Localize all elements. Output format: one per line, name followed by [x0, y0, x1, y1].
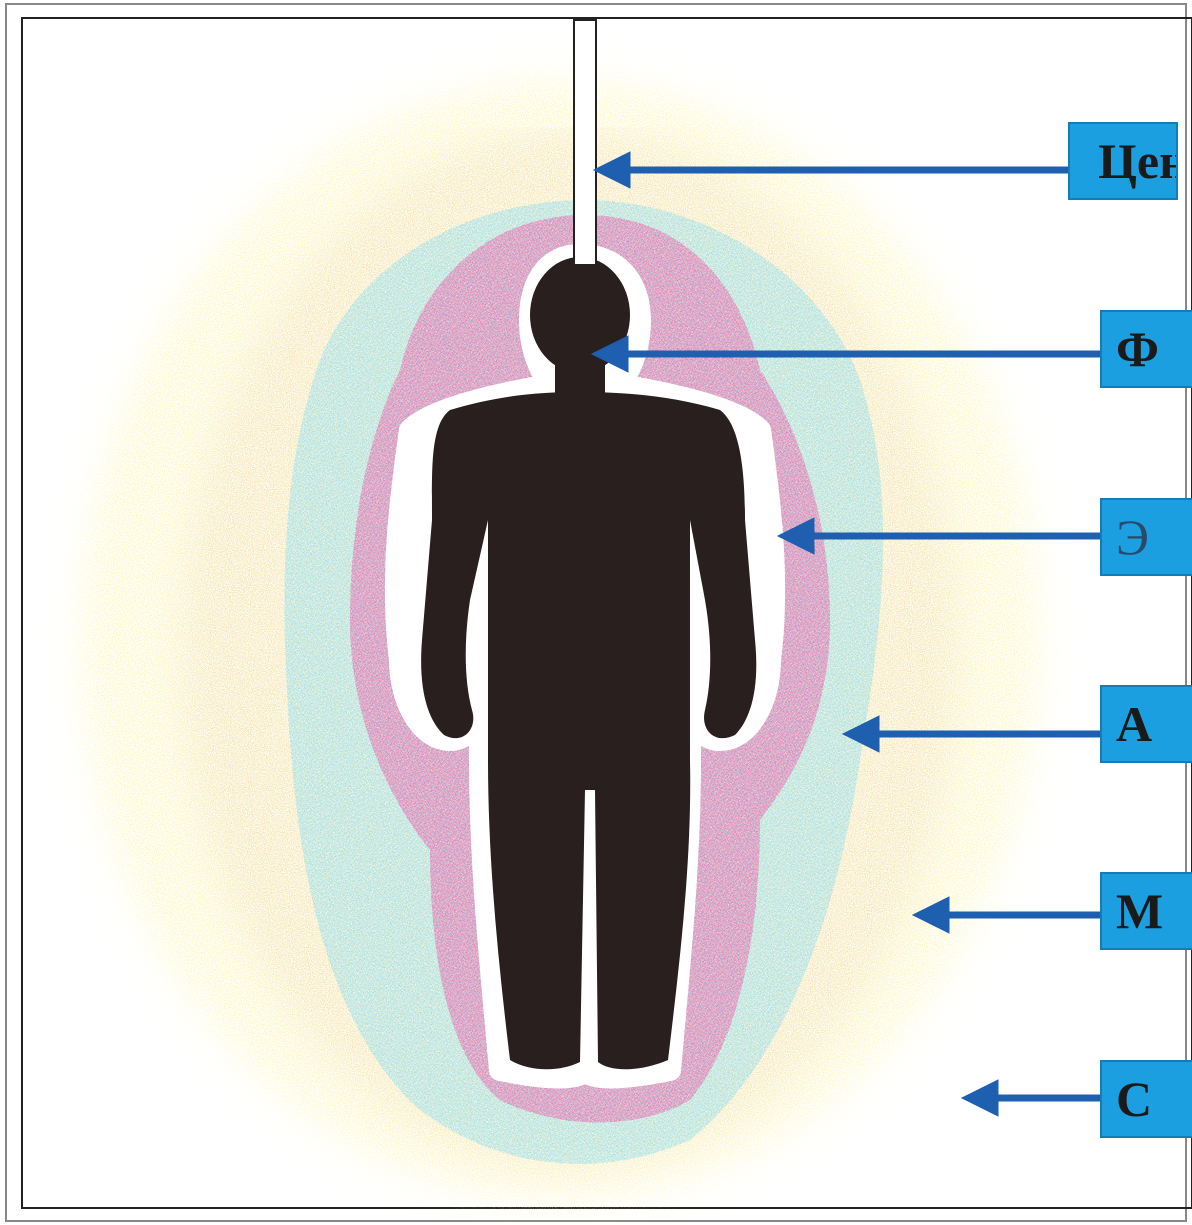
central-channel: [574, 20, 596, 265]
label-etheric-body-text: Э: [1116, 508, 1149, 566]
label-mental-body: М: [1100, 872, 1192, 950]
label-physical-body-text: Ф: [1116, 320, 1159, 378]
label-center-channel: Цен: [1068, 122, 1178, 200]
label-outer-body: С: [1100, 1060, 1192, 1138]
label-outer-body-text: С: [1116, 1070, 1152, 1128]
label-astral-body: А: [1100, 685, 1192, 763]
label-physical-body: Ф: [1100, 310, 1192, 388]
arrow-outer-body: [962, 1080, 1100, 1116]
label-etheric-body: Э: [1100, 498, 1192, 576]
label-center-channel-text: Цен: [1098, 132, 1178, 190]
arrow-mental-body: [913, 897, 1100, 933]
label-astral-body-text: А: [1116, 695, 1152, 753]
label-mental-body-text: М: [1116, 882, 1163, 940]
